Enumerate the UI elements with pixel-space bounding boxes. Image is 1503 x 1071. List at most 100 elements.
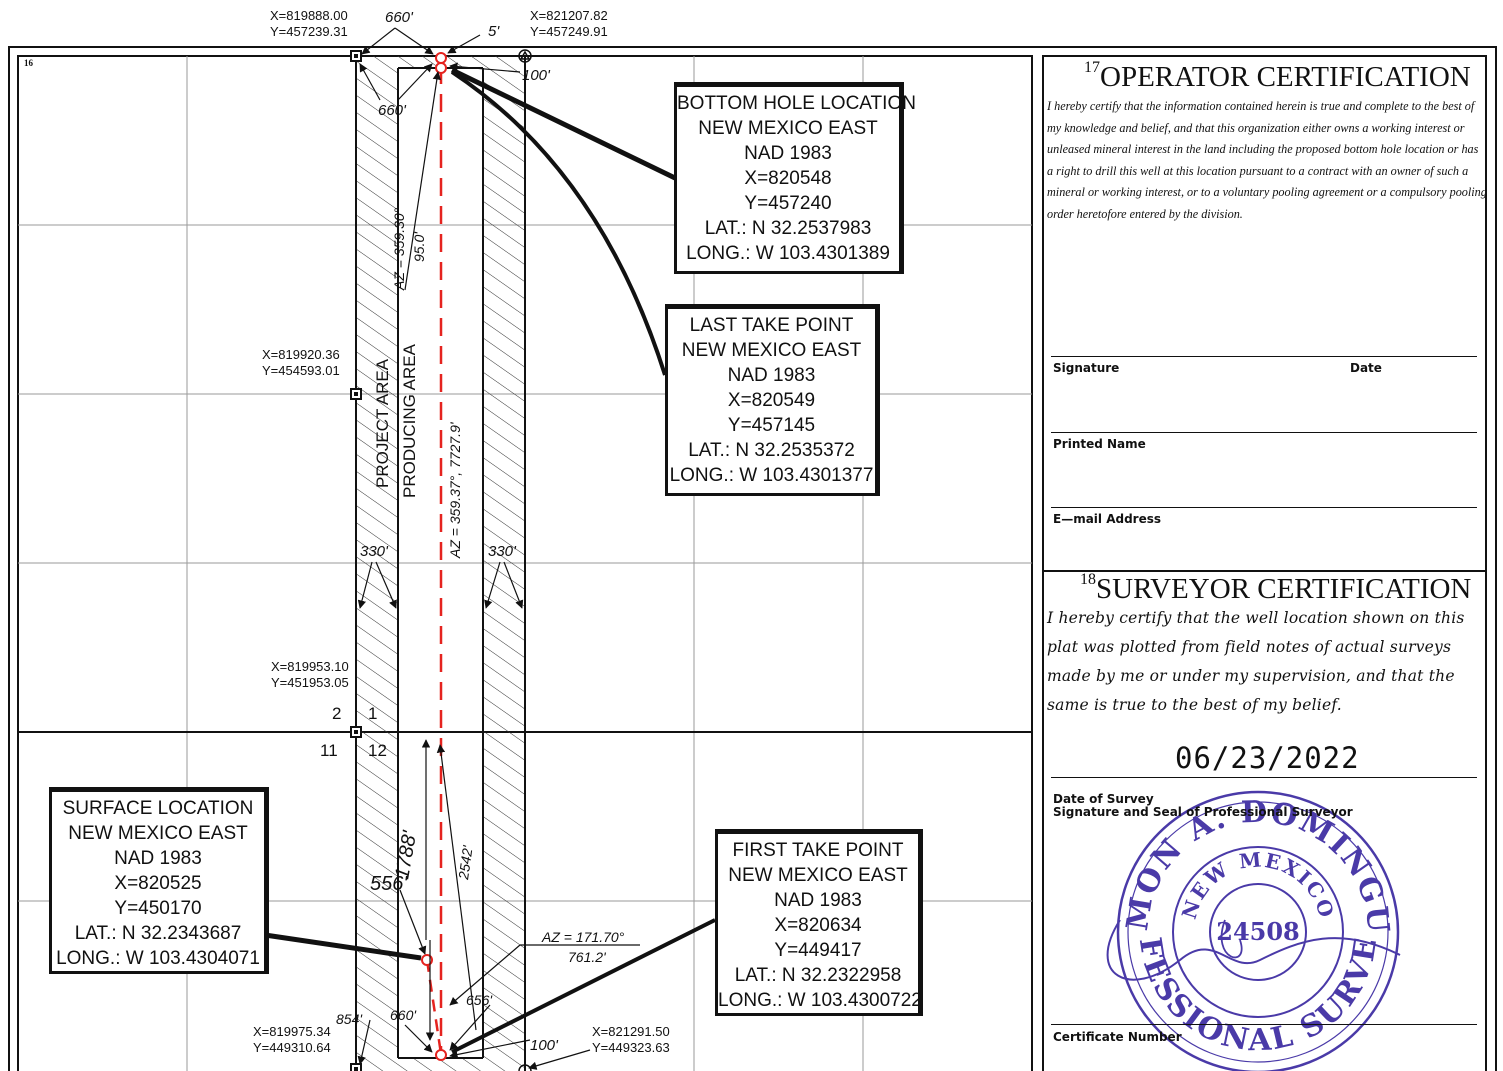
signature-line — [1051, 356, 1477, 357]
last-take-point-box: LAST TAKE POINT NEW MEXICO EAST NAD 1983… — [665, 304, 880, 496]
outer-frame — [8, 46, 1497, 1071]
printed-name-line — [1051, 432, 1477, 433]
surveyor-cert-number: 18 — [1080, 571, 1096, 588]
operator-cert-text: I hereby certify that the information co… — [1047, 99, 1487, 221]
corner-dots — [354, 54, 358, 1071]
dim-labels: 660' 5' 100' 660' 330' 330' 556' AZ = 17… — [336, 9, 625, 1054]
corner-section-number: 16 — [24, 58, 33, 68]
shl-line: Y=450170 — [114, 898, 202, 919]
bottom-hole-location-box: BOTTOM HOLE LOCATION NEW MEXICO EAST NAD… — [674, 82, 916, 274]
date-label: Date — [1350, 361, 1382, 375]
operator-cert-title-text: OPERATOR CERTIFICATION — [1100, 61, 1471, 93]
se-y: Y=449323.63 — [592, 1040, 670, 1055]
ltp-line: NEW MEXICO EAST — [681, 340, 862, 361]
bhl-marker — [435, 52, 447, 64]
email-line — [1051, 507, 1477, 508]
date-of-survey-label: Date of Survey — [1053, 792, 1154, 806]
se-corner-coords: X=821291.50 Y=449323.63 — [592, 1024, 670, 1056]
survey-date-line — [1051, 777, 1477, 778]
certificate-number-line — [1051, 1024, 1477, 1025]
sw-y: Y=449310.64 — [253, 1040, 331, 1055]
callout-leaders — [264, 67, 716, 1054]
signature-label: Signature — [1053, 361, 1120, 375]
ltp-line: LONG.: W 103.4301377 — [669, 465, 874, 486]
ftp-line: NEW MEXICO EAST — [728, 865, 908, 886]
surveyor-cert-title-text: SURVEYOR CERTIFICATION — [1096, 573, 1472, 605]
shl-line: LONG.: W 103.4304071 — [56, 948, 260, 969]
certificate-number-label: Certificate Number — [1053, 1030, 1182, 1044]
ltp-line: X=820549 — [727, 390, 816, 411]
w-mid-1-coords: X=819920.36 Y=454593.01 — [262, 347, 340, 379]
d660-bottom-label: 660' — [390, 1007, 417, 1023]
cert-frame — [1042, 55, 1487, 1071]
bhl-line: NAD 1983 — [744, 143, 832, 164]
email-label: E—mail Address — [1053, 512, 1162, 526]
w2-x: X=819953.10 — [271, 659, 349, 674]
printed-name-label: Printed Name — [1053, 437, 1146, 451]
bhl-line: NEW MEXICO EAST — [698, 118, 878, 139]
ftp-line: X=820634 — [774, 915, 862, 936]
top-5-label: 5' — [488, 23, 500, 40]
ftp-line: NAD 1983 — [774, 890, 862, 911]
ne-x: X=821207.82 — [530, 8, 608, 23]
w2-y: Y=451953.05 — [271, 675, 349, 690]
ltp-line: LAT.: N 32.2535372 — [688, 440, 855, 461]
nw-y: Y=457239.31 — [270, 24, 348, 39]
se-x: X=821291.50 — [592, 1024, 670, 1039]
d656-label: 656' — [466, 992, 493, 1008]
surveyor-cert-text: I hereby certify that the well location … — [1047, 609, 1465, 714]
surface-location-box: SURFACE LOCATION NEW MEXICO EAST NAD 198… — [49, 787, 269, 974]
triangle-markers — [518, 49, 532, 1071]
d556-label: 556' — [370, 873, 408, 895]
ne-y: Y=457249.91 — [530, 24, 608, 39]
top-660-label: 660' — [385, 9, 414, 26]
nw-corner-coords: X=819888.00 Y=457239.31 — [270, 8, 348, 40]
d854-label: 854' — [336, 1011, 363, 1027]
operator-cert-number: 17 — [1084, 59, 1100, 76]
operator-cert-title: 17OPERATOR CERTIFICATION — [1084, 59, 1471, 94]
nw-x: X=819888.00 — [270, 8, 348, 23]
top-100-label: 100' — [522, 67, 551, 84]
sw-corner-coords: X=819975.34 Y=449310.64 — [253, 1024, 331, 1056]
ftp-line: LONG.: W 103.4300722 — [718, 990, 922, 1011]
az-bottom-label: AZ = 171.70° — [541, 929, 625, 945]
signature-seal-label: Signature and Seal of Professional Surve… — [1053, 805, 1353, 819]
d100-bottom-label: 100' — [530, 1037, 559, 1054]
d2542-label: 2542' — [455, 843, 476, 881]
ltp-line: NAD 1983 — [727, 365, 816, 386]
wellbore-lateral — [425, 959, 443, 1055]
producing-area-label: PRODUCING AREA — [400, 343, 419, 498]
d761-label: 761.2' — [568, 949, 607, 965]
az-main-label: AZ = 359.37°, 7727.9' — [447, 421, 463, 559]
dimension-lines — [357, 27, 640, 1070]
section-2-label: 2 — [332, 704, 342, 723]
inner-660-label: 660' — [378, 102, 407, 119]
section-12-label: 12 — [368, 741, 387, 760]
section-1-label: 1 — [368, 704, 378, 723]
bhl-line: X=820548 — [744, 168, 832, 189]
w1-y: Y=454593.01 — [262, 363, 340, 378]
survey-date: 06/23/2022 — [1175, 741, 1360, 775]
bhl-line: LAT.: N 32.2537983 — [704, 218, 872, 239]
bhl-line: BOTTOM HOLE LOCATION — [677, 93, 916, 114]
left-330-label: 330' — [360, 543, 389, 560]
bhl-line: Y=457240 — [744, 193, 832, 214]
shl-line: SURFACE LOCATION — [62, 798, 254, 819]
right-330-label: 330' — [488, 543, 517, 560]
seal-number: 24508 — [1216, 917, 1300, 946]
ltp-line: LAST TAKE POINT — [689, 315, 854, 336]
surveyor-seal — [1106, 790, 1401, 1071]
ltp-marker — [435, 62, 447, 74]
w-mid-2-coords: X=819953.10 Y=451953.05 — [271, 659, 349, 691]
ftp-marker — [435, 1049, 447, 1061]
ftp-line: FIRST TAKE POINT — [732, 840, 904, 861]
bottom-setback — [398, 1058, 483, 1071]
section-11-label: 11 — [320, 741, 338, 760]
shl-line: X=820525 — [114, 873, 202, 894]
surveyor-cert-title: 18SURVEYOR CERTIFICATION — [1080, 571, 1472, 606]
ne-corner-coords: X=821207.82 Y=457249.91 — [530, 8, 608, 40]
ltp-line: Y=457145 — [727, 415, 816, 436]
w1-x: X=819920.36 — [262, 347, 340, 362]
shl-line: LAT.: N 32.2343687 — [74, 923, 242, 944]
d95-label: 95.0' — [411, 231, 427, 262]
